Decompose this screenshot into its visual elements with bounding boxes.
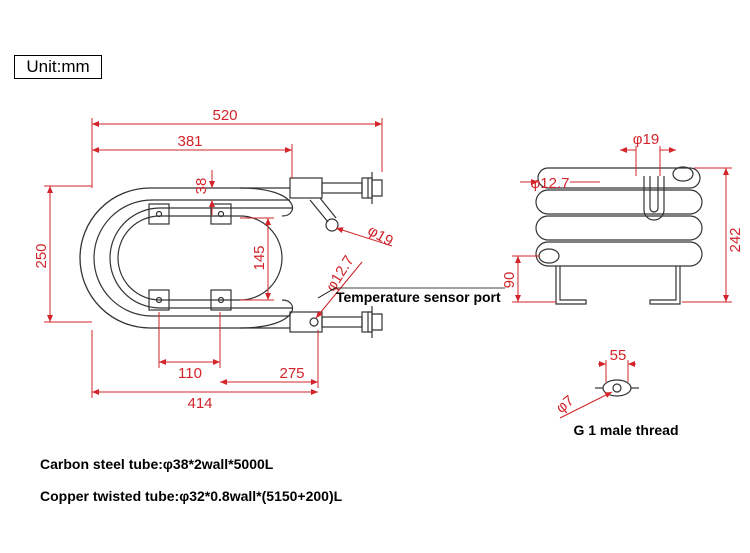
bottom-fitting bbox=[289, 311, 323, 333]
thread-detail bbox=[595, 379, 639, 397]
top-view-dim-labels: 520 381 38 φ19 250 145 φ12.7 110 275 414 bbox=[33, 107, 396, 412]
side-dim-phi127: φ12.7 bbox=[531, 175, 570, 192]
side-stand-right bbox=[649, 266, 681, 305]
bracket-bottom-left bbox=[148, 289, 170, 311]
bracket-top-right bbox=[210, 203, 232, 225]
sensor-port bbox=[309, 317, 319, 327]
inner-oval bbox=[117, 215, 283, 301]
side-dim-90: 90 bbox=[501, 272, 518, 289]
side-bottom-fitting bbox=[538, 248, 560, 264]
top-view-dims bbox=[44, 118, 393, 398]
unit-label: Unit:mm bbox=[14, 55, 102, 79]
thread-dim-phi7: φ7 bbox=[553, 392, 578, 417]
top-fitting bbox=[289, 177, 323, 199]
dim-38: 38 bbox=[193, 178, 210, 195]
u-bend bbox=[643, 176, 665, 221]
coil-outer bbox=[79, 187, 290, 329]
bracket-bottom-right bbox=[210, 289, 232, 311]
thread-label: G 1 male thread bbox=[573, 422, 678, 438]
bracket-top-left bbox=[148, 203, 170, 225]
spec-copper-tube: Copper twisted tube:φ32*0.8wall*(5150+20… bbox=[40, 488, 343, 504]
top-view bbox=[79, 172, 383, 338]
spec-carbon-steel: Carbon steel tube:φ38*2wall*5000L bbox=[40, 456, 274, 472]
dim-145: 145 bbox=[251, 245, 268, 270]
dim-250: 250 bbox=[33, 243, 50, 268]
dim-275: 275 bbox=[279, 365, 304, 382]
coil-inner bbox=[93, 199, 290, 317]
coil-inner2 bbox=[109, 207, 292, 309]
outlet-port bbox=[325, 218, 339, 232]
dim-520: 520 bbox=[212, 107, 237, 124]
outlet-pipe bbox=[309, 197, 337, 223]
dim-381: 381 bbox=[177, 133, 202, 150]
side-top-fitting bbox=[672, 166, 694, 182]
side-dim-242: 242 bbox=[727, 227, 744, 252]
dim-110: 110 bbox=[178, 365, 202, 382]
thread-dim-55: 55 bbox=[610, 347, 627, 364]
side-view-dims bbox=[512, 146, 732, 303]
side-view bbox=[535, 166, 703, 305]
side-stand-left bbox=[555, 266, 587, 305]
side-dim-phi19: φ19 bbox=[633, 131, 659, 148]
dim-414: 414 bbox=[187, 395, 212, 412]
sensor-port-label: Temperature sensor port bbox=[336, 289, 501, 305]
